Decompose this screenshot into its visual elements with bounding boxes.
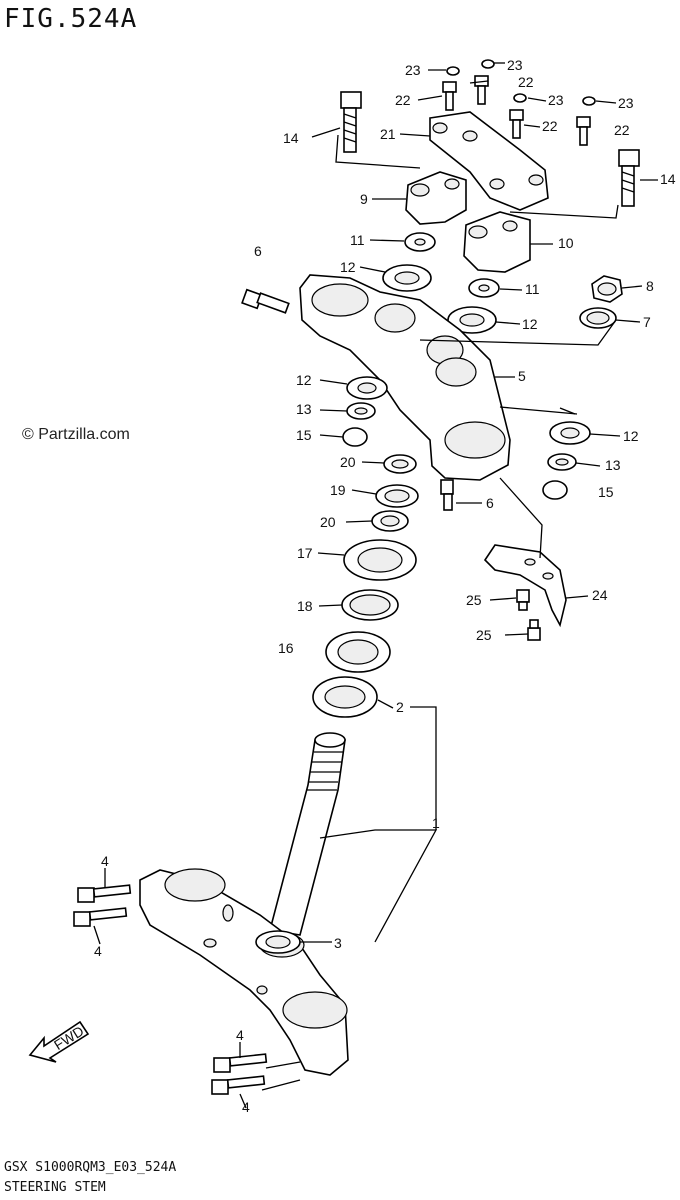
bolt-14-right[interactable] [618,149,640,207]
callout-4: 4 [236,1027,244,1043]
fwd-arrow-icon: FWD [28,1020,90,1063]
lock-nut-20-b[interactable] [371,510,409,532]
damper-15-b[interactable] [542,480,568,500]
callout-6: 6 [486,495,494,511]
callout-22: 22 [614,122,630,138]
callout-25: 25 [476,627,492,643]
handlebar-clamp-10[interactable] [463,211,531,273]
callout-1: 1 [432,815,440,831]
bolt-4-b[interactable] [73,907,128,927]
callout-9: 9 [360,191,368,207]
washer-13-b[interactable] [547,453,577,471]
callout-11: 11 [350,232,365,248]
callout-15: 15 [296,427,312,443]
lock-nut-20-a[interactable] [383,454,417,474]
cap-23-d[interactable] [582,96,596,106]
bearing-race-2[interactable] [312,676,378,718]
washer-18[interactable] [341,589,399,621]
washer-12-c[interactable] [346,376,388,400]
figure-title: FIG.524A [4,4,138,34]
callout-4: 4 [94,943,102,959]
callout-12: 12 [340,259,356,275]
diagram-title: STEERING STEM [4,1180,106,1195]
bolt-4-a[interactable] [77,884,132,903]
washer-12-d[interactable] [549,421,591,445]
callout-12: 12 [522,316,538,332]
callout-6: 6 [254,243,262,259]
bolt-25-b[interactable] [527,619,541,641]
damper-11-b[interactable] [468,278,500,298]
callout-labels: 23 23 22 23 22 23 22 22 14 21 14 9 11 10… [94,57,676,1115]
callout-14: 14 [283,130,299,146]
callout-11: 11 [525,281,540,297]
callout-12: 12 [296,372,312,388]
lower-bracket[interactable] [139,868,349,1076]
bolt-6-upper[interactable] [241,288,290,314]
callout-3: 3 [334,935,342,951]
callout-14: 14 [660,171,676,187]
callout-10: 10 [558,235,574,251]
steering-stem-1[interactable] [269,732,346,936]
seal-17[interactable] [343,539,417,581]
cap-23-a[interactable] [446,66,460,76]
handlebar-holder-21[interactable] [429,111,549,211]
cap-23-b[interactable] [481,59,495,69]
callout-20: 20 [340,454,356,470]
callout-19: 19 [330,482,346,498]
damper-15-a[interactable] [342,427,368,447]
callout-23: 23 [548,92,564,108]
nut-8[interactable] [591,275,623,303]
leader-lines [93,62,658,1109]
washer-7[interactable] [579,307,617,329]
cap-23-c[interactable] [513,93,527,103]
callout-4: 4 [242,1099,250,1115]
bolt-22-b[interactable] [474,75,489,105]
callout-15: 15 [598,484,614,500]
washer-12-b[interactable] [447,306,497,334]
bolt-22-a[interactable] [442,81,457,111]
callout-23: 23 [405,62,421,78]
callout-13: 13 [605,457,621,473]
callout-17: 17 [297,545,313,561]
bolt-6-lower[interactable] [440,479,454,511]
callout-16: 16 [278,640,294,656]
seal-3[interactable] [255,930,301,954]
callout-18: 18 [297,598,313,614]
callout-22: 22 [542,118,558,134]
bolt-14-left[interactable] [340,91,362,153]
callout-25: 25 [466,592,482,608]
bolt-4-c[interactable] [213,1053,268,1073]
callout-8: 8 [646,278,654,294]
bolt-25-a[interactable] [516,589,530,611]
callout-7: 7 [643,314,651,330]
damper-11-a[interactable] [404,232,436,252]
washer-19[interactable] [375,484,419,508]
handlebar-clamp-9[interactable] [405,171,467,225]
callout-23: 23 [618,95,634,111]
diagram-code: GSX S1000RQM3_E03_524A [4,1160,177,1175]
callout-22: 22 [518,74,534,90]
bracket-24[interactable] [483,544,567,628]
callout-21: 21 [380,126,396,142]
bolt-22-d[interactable] [576,116,591,146]
watermark: © Partzilla.com [22,426,130,443]
bolt-22-c[interactable] [509,109,524,139]
washer-13-a[interactable] [346,402,376,420]
callout-24: 24 [592,587,608,603]
callout-22: 22 [395,92,411,108]
washer-12-a[interactable] [382,264,432,292]
callout-20: 20 [320,514,336,530]
bearing-16[interactable] [325,631,391,673]
callout-12: 12 [623,428,639,444]
callout-4: 4 [101,853,109,869]
callout-5: 5 [518,368,526,384]
upper-bracket-5[interactable] [299,274,511,481]
bolt-4-d[interactable] [211,1075,266,1095]
callout-2: 2 [396,699,404,715]
callout-13: 13 [296,401,312,417]
callout-23: 23 [507,57,523,73]
